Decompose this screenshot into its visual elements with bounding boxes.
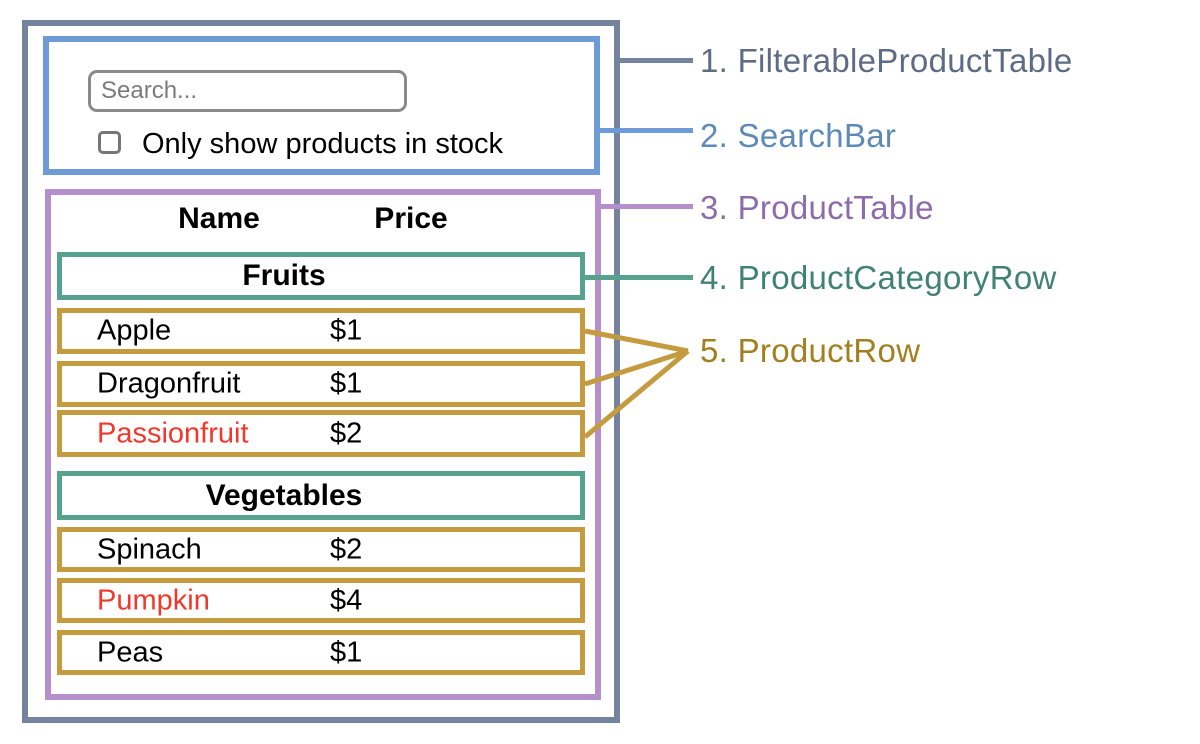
leader-line-search-bar (600, 128, 693, 133)
product-row-passionfruit: Passionfruit $2 (57, 410, 585, 457)
search-bar-box (43, 36, 600, 175)
leader-line-filterable-product-table (620, 58, 693, 63)
product-table-box (45, 189, 601, 700)
category-label: Fruits (242, 259, 326, 292)
annotation-product-category-row: 4. ProductCategoryRow (700, 259, 1057, 296)
column-header-price: Price (374, 202, 448, 235)
annotation-search-bar: 2. SearchBar (700, 117, 897, 154)
search-input[interactable] (88, 70, 407, 112)
in-stock-checkbox[interactable] (98, 131, 121, 154)
product-price: $1 (330, 314, 363, 347)
product-price: $2 (330, 533, 363, 565)
annotation-product-row: 5. ProductRow (700, 332, 921, 369)
product-name: Apple (97, 314, 172, 347)
leader-line-product-table (601, 204, 693, 209)
product-name: Dragonfruit (97, 367, 241, 400)
product-name: Passionfruit (97, 417, 249, 449)
category-label: Vegetables (205, 478, 363, 512)
product-price: $1 (330, 636, 363, 668)
product-row-peas: Peas $1 (57, 630, 585, 675)
product-row-spinach: Spinach $2 (57, 527, 585, 572)
annotation-product-table: 3. ProductTable (700, 189, 934, 226)
product-price: $1 (330, 367, 363, 400)
product-row-apple: Apple $1 (57, 308, 585, 354)
product-price: $4 (330, 584, 363, 616)
product-name: Peas (97, 636, 164, 668)
product-price: $2 (330, 417, 363, 449)
leader-line-product-category-row (585, 275, 693, 280)
in-stock-checkbox-label: Only show products in stock (142, 128, 504, 160)
product-row-pumpkin: Pumpkin $4 (57, 578, 585, 623)
product-row-dragonfruit: Dragonfruit $1 (57, 361, 585, 407)
product-name: Pumpkin (97, 584, 210, 616)
category-row-fruits: Fruits (57, 252, 585, 300)
column-header-name: Name (178, 202, 260, 235)
annotation-filterable-product-table: 1. FilterableProductTable (700, 42, 1073, 79)
product-name: Spinach (97, 533, 202, 565)
category-row-vegetables: Vegetables (57, 471, 585, 520)
